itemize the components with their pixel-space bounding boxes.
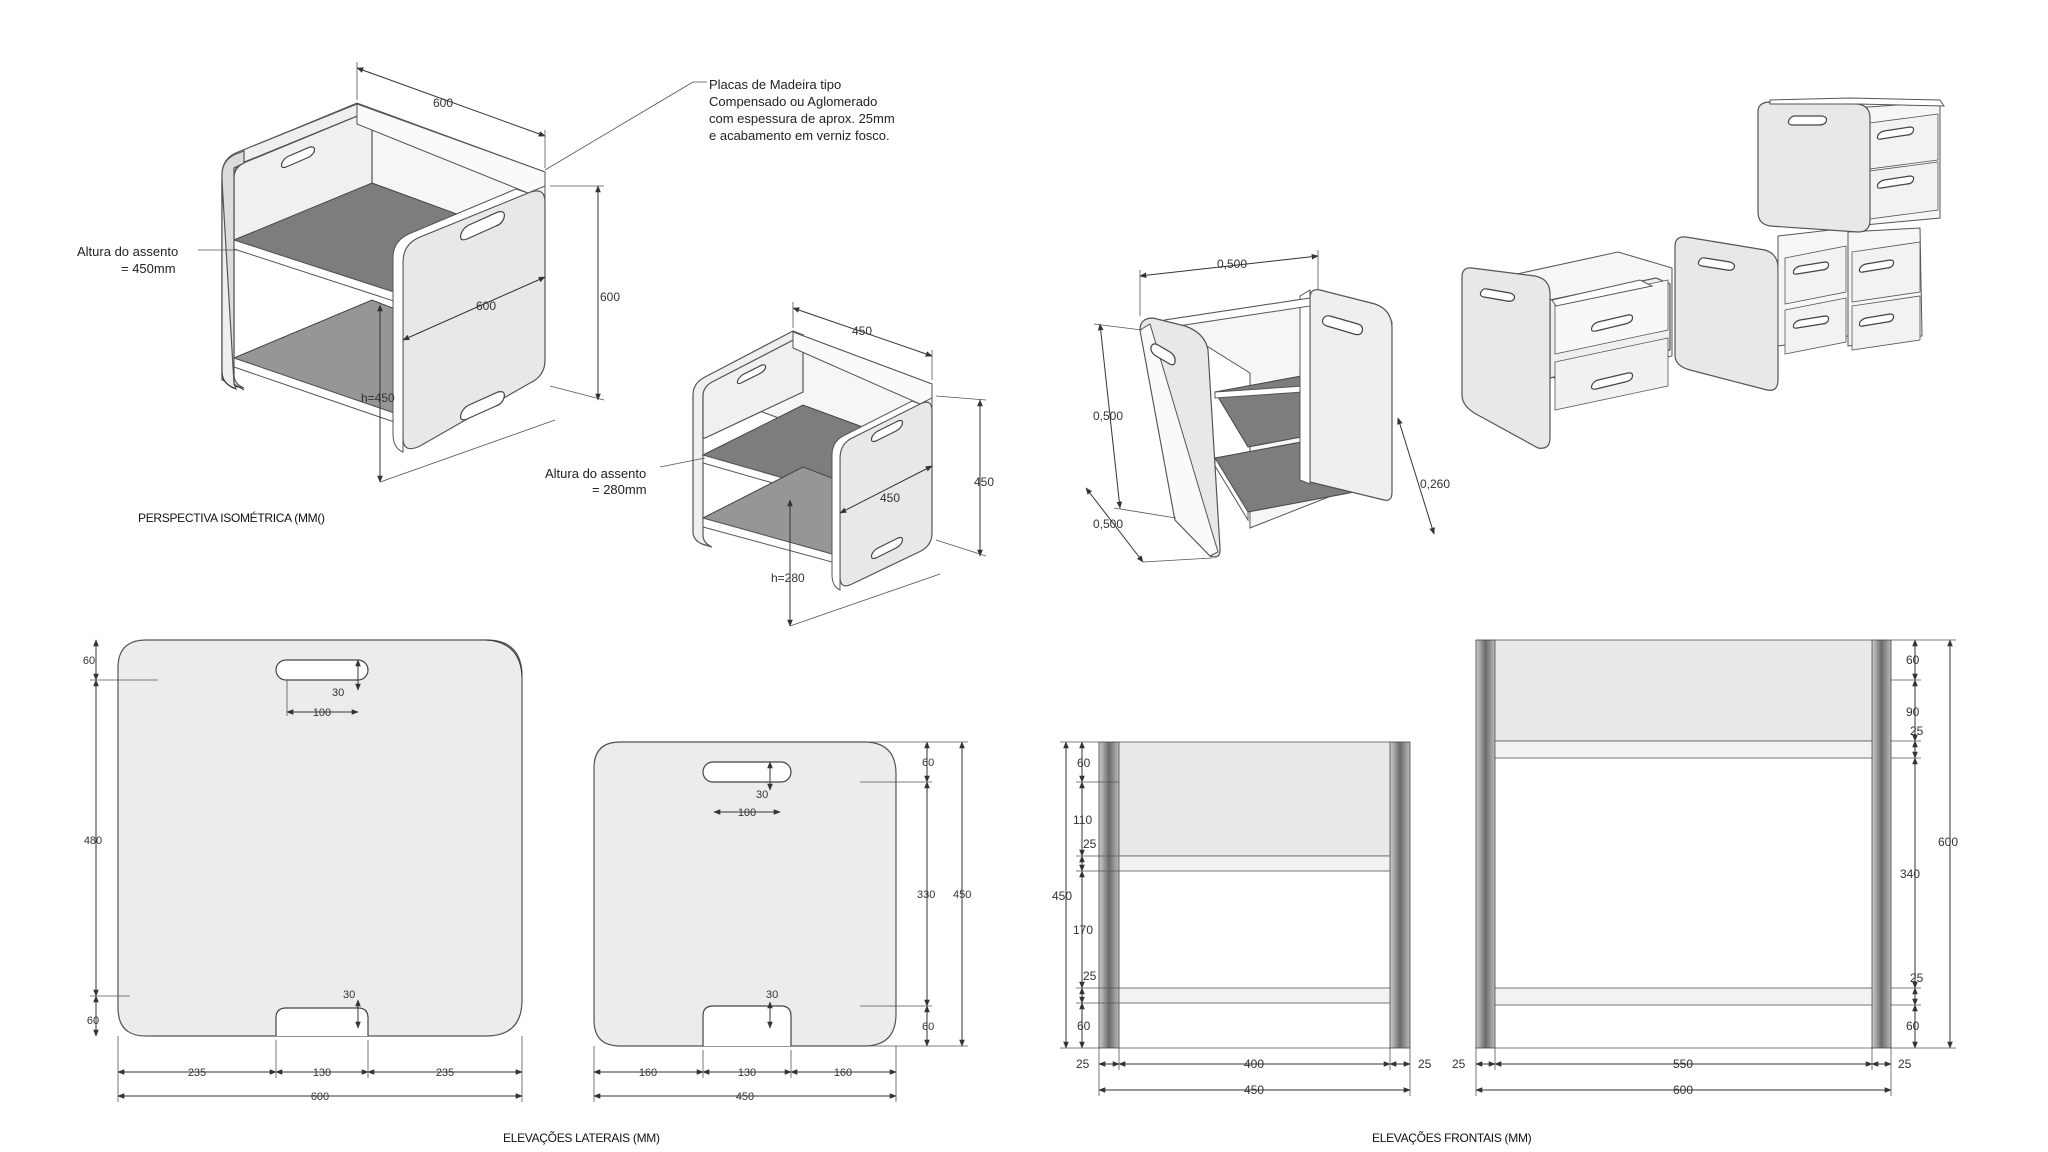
svg-text:0,260: 0,260 [1420,477,1450,491]
caption-isometric: PERSPECTIVA ISOMÉTRICA (MM() [138,510,325,525]
front-elev-small: 60 110 25 170 25 60 450 25 400 25 450 [1052,741,1432,1097]
svg-text:0,500: 0,500 [1093,409,1123,423]
iso-large-dims: 600 600 600 h=450 Altura do assento = 45… [77,62,620,483]
svg-text:Altura do assento: Altura do assento [77,244,178,259]
svg-text:450: 450 [852,324,872,338]
svg-text:Compensado ou Aglomerado: Compensado ou Aglomerado [709,94,877,109]
svg-text:130: 130 [738,1067,756,1079]
svg-text:330: 330 [917,889,935,901]
svg-text:60: 60 [922,1021,934,1033]
svg-text:= 280mm: = 280mm [592,482,647,497]
svg-text:340: 340 [1900,867,1920,881]
svg-text:60: 60 [1906,653,1920,667]
svg-text:30: 30 [766,989,778,1001]
svg-text:25: 25 [1076,1057,1090,1071]
iso-unit [1139,289,1393,558]
svg-text:com espessura de aprox. 25mm: com espessura de aprox. 25mm [709,111,895,126]
svg-text:100: 100 [313,707,331,719]
svg-text:400: 400 [1244,1057,1264,1071]
svg-text:235: 235 [436,1067,454,1079]
svg-text:30: 30 [756,789,768,801]
svg-text:30: 30 [343,989,355,1001]
svg-text:600: 600 [600,290,620,304]
svg-text:110: 110 [1073,813,1092,827]
svg-text:160: 160 [834,1067,852,1079]
svg-text:25: 25 [1898,1057,1912,1071]
iso-unit-dims: 0,500 0,500 0,500 0,260 [1085,250,1450,563]
svg-text:90: 90 [1906,705,1920,719]
svg-text:25: 25 [1910,724,1924,738]
svg-text:60: 60 [1077,756,1091,770]
svg-text:170: 170 [1073,923,1093,937]
caption-front-elevations: ELEVAÇÕES FRONTAIS (MM) [1372,1130,1532,1145]
iso-small-dims: 450 450 450 h=280 Altura do assento = 28… [545,302,994,627]
svg-text:600: 600 [1938,835,1958,849]
material-note: Placas de Madeira tipo Compensado ou Agl… [544,77,895,171]
svg-text:600: 600 [433,96,453,110]
stacked-modules [1461,97,1945,449]
svg-text:450: 450 [1052,889,1072,903]
svg-text:235: 235 [188,1067,206,1079]
svg-text:30: 30 [332,687,344,699]
svg-text:= 450mm: = 450mm [121,261,176,276]
svg-text:450: 450 [1244,1083,1264,1097]
svg-text:60: 60 [922,757,934,769]
caption-side-elevations: ELEVAÇÕES LATERAIS (MM) [503,1130,660,1145]
svg-text:h=280: h=280 [771,571,805,585]
svg-text:e acabamento em verniz fosco.: e acabamento em verniz fosco. [709,128,890,143]
svg-text:h=450: h=450 [361,391,395,405]
svg-text:100: 100 [738,807,756,819]
svg-text:450: 450 [880,491,900,505]
svg-text:0,500: 0,500 [1093,517,1123,531]
svg-text:160: 160 [639,1067,657,1079]
iso-chair-small [692,330,933,591]
svg-text:25: 25 [1083,837,1097,851]
svg-text:60: 60 [87,1015,99,1027]
svg-text:600: 600 [1673,1083,1693,1097]
svg-text:600: 600 [311,1091,329,1103]
svg-text:0,500: 0,500 [1217,257,1247,271]
svg-text:480: 480 [84,835,102,847]
svg-text:60: 60 [1906,1019,1920,1033]
svg-text:450: 450 [953,889,971,901]
side-elev-small: 60 330 60 450 30 100 30 160 130 160 450 [593,741,971,1103]
svg-text:60: 60 [83,655,95,667]
svg-text:60: 60 [1077,1019,1091,1033]
side-elev-large: 60 480 60 30 100 30 235 130 235 600 [83,639,523,1103]
svg-text:25: 25 [1910,971,1924,985]
svg-text:600: 600 [476,299,496,313]
svg-text:25: 25 [1418,1057,1432,1071]
front-elev-large: 60 90 25 340 25 60 600 25 550 25 600 [1452,639,1958,1097]
svg-text:Placas de Madeira tipo: Placas de Madeira tipo [709,77,841,92]
svg-text:25: 25 [1452,1057,1466,1071]
svg-text:Altura do assento: Altura do assento [545,466,646,481]
svg-text:130: 130 [313,1067,331,1079]
svg-text:450: 450 [974,475,994,489]
svg-text:550: 550 [1673,1057,1693,1071]
svg-text:450: 450 [736,1091,754,1103]
svg-text:25: 25 [1083,969,1097,983]
